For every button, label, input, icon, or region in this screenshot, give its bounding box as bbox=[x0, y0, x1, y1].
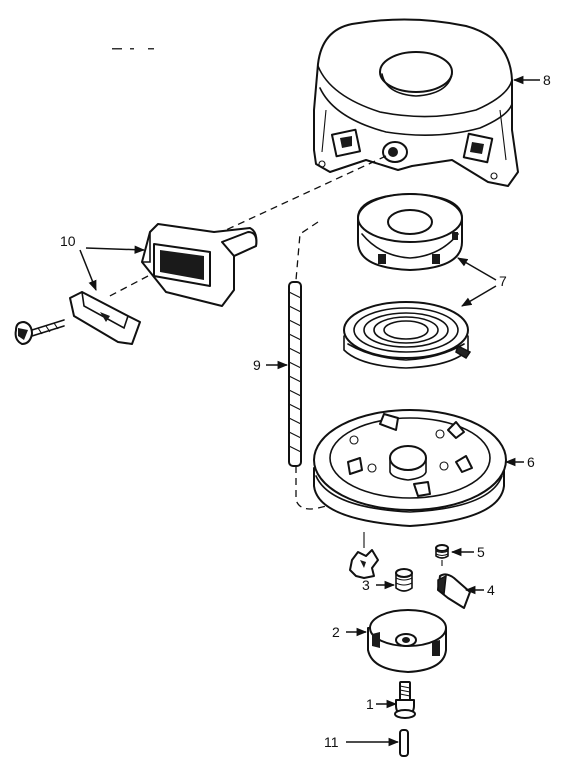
part-7-spring-cup bbox=[357, 193, 463, 271]
part-6-pulley bbox=[313, 409, 507, 527]
part-7-recoil-spring bbox=[343, 301, 472, 369]
callout-4: 4 bbox=[464, 582, 495, 598]
part-11-pin bbox=[399, 729, 409, 757]
callout-4-label: 4 bbox=[487, 582, 495, 598]
part-10-handle-insert bbox=[69, 291, 141, 345]
scan-specks bbox=[112, 48, 154, 50]
callout-3-label: 3 bbox=[362, 577, 370, 593]
part-2-retainer-cup bbox=[367, 609, 447, 673]
callout-1: 1 bbox=[366, 696, 398, 712]
callout-6-label: 6 bbox=[527, 454, 535, 470]
callout-5: 5 bbox=[450, 544, 485, 560]
part-10-rope-knot-end bbox=[14, 319, 65, 345]
ratchet-pawl bbox=[349, 532, 379, 579]
callout-10-label: 10 bbox=[60, 233, 76, 249]
callout-8: 8 bbox=[512, 72, 551, 88]
callout-11: 11 bbox=[324, 734, 400, 750]
part-1-shoulder-screw bbox=[394, 681, 416, 719]
callout-9: 9 bbox=[253, 357, 289, 373]
callout-7: 7 bbox=[457, 257, 507, 307]
callout-11-label: 11 bbox=[324, 734, 339, 750]
callout-10: 10 bbox=[60, 233, 146, 291]
part-8-housing bbox=[313, 18, 519, 187]
callout-2: 2 bbox=[332, 624, 368, 640]
callout-3: 3 bbox=[362, 577, 396, 593]
callout-6: 6 bbox=[504, 454, 535, 470]
callout-9-label: 9 bbox=[253, 357, 261, 373]
callout-5-label: 5 bbox=[477, 544, 485, 560]
part-4-pawl-plate bbox=[437, 573, 471, 609]
callout-7-label: 7 bbox=[499, 273, 507, 289]
part-10-starter-handle bbox=[141, 223, 258, 307]
callout-8-label: 8 bbox=[543, 72, 551, 88]
part-5-small-spring bbox=[435, 544, 449, 566]
callout-1-label: 1 bbox=[366, 696, 374, 712]
part-9-rope bbox=[288, 281, 302, 467]
rope-path-lines bbox=[105, 155, 387, 510]
part-3-compression-spring bbox=[395, 568, 413, 592]
callout-2-label: 2 bbox=[332, 624, 340, 640]
